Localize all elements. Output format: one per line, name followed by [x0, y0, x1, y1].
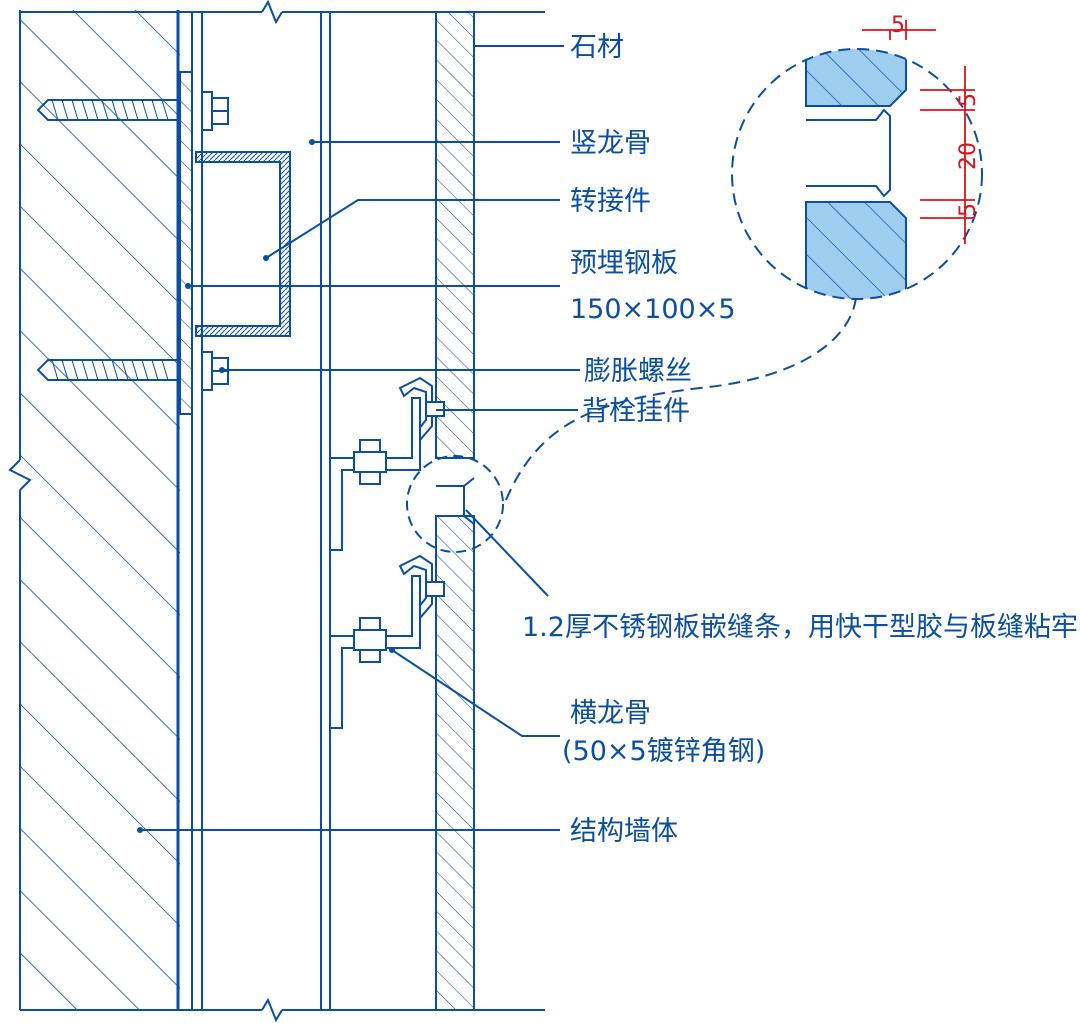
enlarged-joint-detail [731, 48, 983, 300]
label-adapter: 转接件 [570, 186, 651, 217]
label-embedded-plate: 预埋钢板 [570, 248, 678, 279]
detail-leader [505, 297, 857, 501]
dim-gap: 20 [956, 142, 981, 170]
embedded-steel-plate [179, 71, 193, 415]
label-embedded-plate-size: 150×100×5 [570, 294, 736, 325]
label-joint-strip: 1.2厚不锈钢板嵌缝条，用快干型胶与板缝粘牢 [522, 612, 1078, 643]
back-bolt-hanger-upper [329, 376, 445, 551]
dim-side-upper: 5 [956, 93, 981, 107]
label-stone: 石材 [570, 32, 624, 63]
label-back-bolt-hanger: 背栓挂件 [582, 396, 690, 427]
label-horizontal-keel-spec: (50×5镀锌角钢) [562, 736, 765, 767]
leader-lines [140, 45, 580, 831]
label-expansion-bolt: 膨胀螺丝 [584, 356, 692, 387]
dim-top: 5 [891, 13, 905, 38]
leader-dots [137, 139, 395, 833]
adapter-bracket [195, 151, 291, 337]
back-bolt-hanger-lower [329, 554, 445, 729]
joint-detail-marker [406, 455, 504, 553]
joint-strip [436, 477, 475, 525]
frame-lines [20, 0, 545, 1023]
dimension-lines [862, 20, 975, 244]
label-structural-wall: 结构墙体 [570, 816, 678, 847]
expansion-bolt-upper [36, 91, 229, 131]
label-vertical-keel: 竖龙骨 [570, 128, 651, 159]
label-horizontal-keel: 横龙骨 [570, 698, 651, 729]
dim-side-lower: 5 [956, 203, 981, 217]
stone-panel [435, 11, 475, 1011]
structural-wall [8, 10, 180, 1010]
